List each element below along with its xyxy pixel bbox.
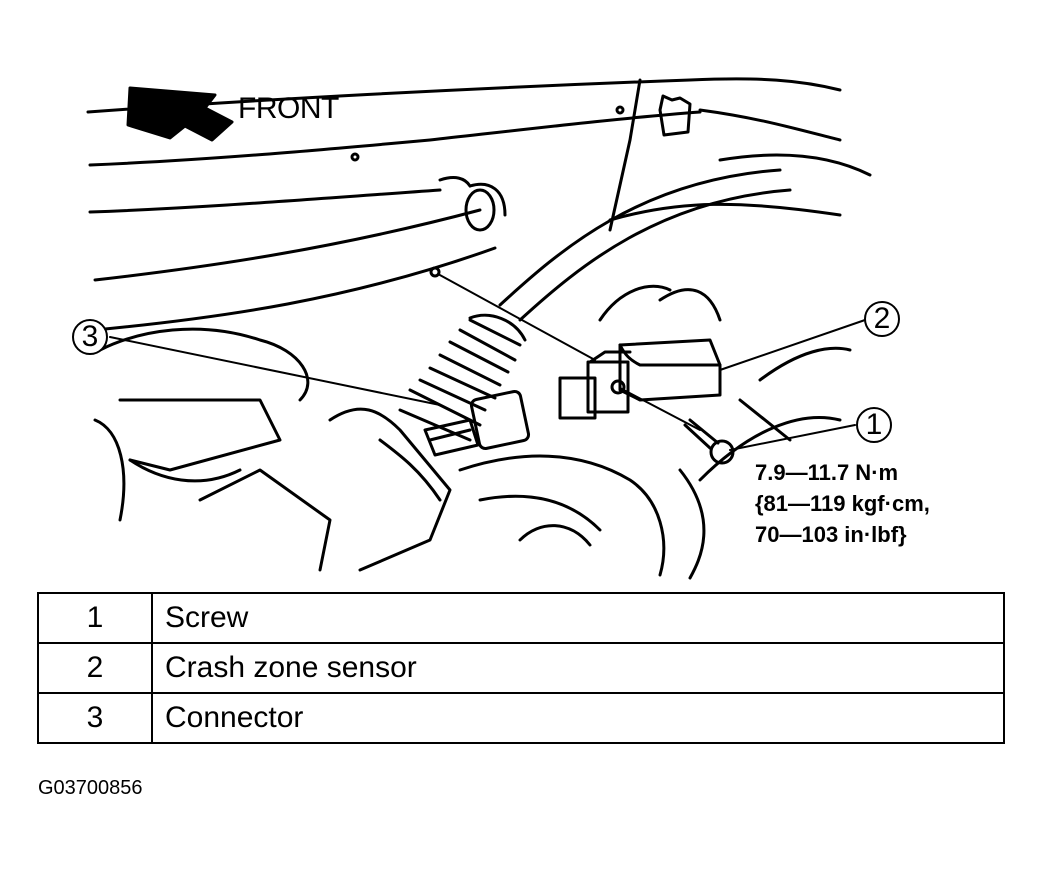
legend-description: Connector [151,692,1005,744]
legend-number: 2 [37,642,153,694]
table-row: 2 Crash zone sensor [37,642,1005,694]
torque-spec-nm: 7.9—11.7 N·m [755,460,899,485]
leader-3 [109,336,441,406]
callout-2: 2 [862,299,902,339]
table-row: 1 Screw [37,592,1005,644]
callout-circle-icon [864,301,900,337]
callout-circle-icon [72,319,108,355]
parts-legend-table: 1 Screw 2 Crash zone sensor 3 Connector [37,592,1005,744]
leader-2 [719,319,866,371]
callout-1: 1 [854,405,894,445]
torque-spec-kgfcm: {81—119 kgf·cm, [755,491,930,516]
callout-number: 2 [873,302,891,335]
leader-1 [729,424,856,451]
screw [683,418,735,465]
callout-number: 1 [865,408,883,441]
front-arrow-icon [126,86,234,142]
legend-number: 3 [37,692,153,744]
callout-number: 3 [81,320,99,353]
connector-body [423,389,531,457]
front-direction-label: FRONT [238,92,339,125]
clip [658,94,692,137]
crash-zone-sensor [558,338,722,420]
torque-spec: 7.9—11.7 N·m {81—119 kgf·cm, 70—103 in·l… [755,457,930,550]
figure-id: G03700856 [38,777,143,799]
legend-number: 1 [37,592,153,644]
callout-3: 3 [70,317,110,357]
hose [93,208,482,282]
legend-description: Screw [151,592,1005,644]
body-panel-upper [86,77,842,114]
callout-circle-icon [856,407,892,443]
legend-description: Crash zone sensor [151,642,1005,694]
table-row: 3 Connector [37,692,1005,744]
torque-spec-inlbf: 70—103 in·lbf} [755,522,907,547]
crash-zone-sensor-illustration [86,77,872,580]
wire-harness [498,168,782,307]
